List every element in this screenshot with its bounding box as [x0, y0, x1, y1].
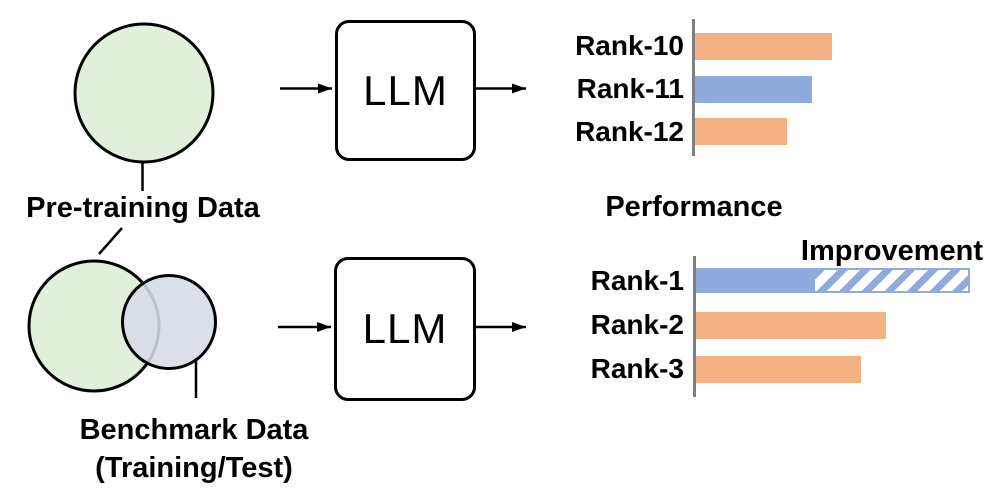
benchmark-data-label-line2: (Training/Test)	[95, 452, 293, 484]
bottom-chart-bar-rank1	[696, 268, 970, 293]
venn-benchmark-circle	[121, 274, 217, 370]
pretraining-data-label: Pre-training Data	[26, 192, 260, 224]
benchmark-data-label-line1: Benchmark Data	[79, 414, 309, 446]
top-chart-bar-rank12	[695, 118, 787, 145]
llm-box-top: LLM	[335, 20, 476, 161]
pretraining-circle	[73, 22, 215, 164]
rank1-performance-segment	[696, 268, 813, 293]
top-chart-bar-rank11	[695, 76, 812, 103]
llm-label-top: LLM	[363, 66, 448, 114]
bottom-chart-bar-rank2	[696, 312, 886, 339]
pretraining-venn-connector	[98, 227, 123, 255]
performance-title: Performance	[605, 191, 783, 223]
benchmark-data-label: Benchmark Data (Training/Test)	[54, 411, 334, 487]
bottom-chart-label-rank1: Rank-1	[590, 265, 684, 296]
improvement-hatch	[813, 268, 970, 293]
top-chart-axis	[692, 19, 695, 156]
improvement-annotation: Improvement	[800, 235, 983, 267]
top-chart-label-rank10: Rank-10	[575, 30, 684, 61]
llm-label-bottom: LLM	[362, 305, 448, 352]
top-chart-label-rank12: Rank-12	[575, 116, 684, 147]
bottom-chart-axis	[693, 256, 696, 397]
top-chart-bar-rank10	[695, 33, 832, 60]
top-chart-label-rank11: Rank-11	[576, 73, 684, 104]
bottom-chart-label-rank2: Rank-2	[590, 309, 684, 340]
llm-box-bottom: LLM	[334, 257, 476, 401]
bottom-chart-bar-rank3	[696, 356, 861, 383]
bottom-chart-label-rank3: Rank-3	[590, 353, 684, 384]
